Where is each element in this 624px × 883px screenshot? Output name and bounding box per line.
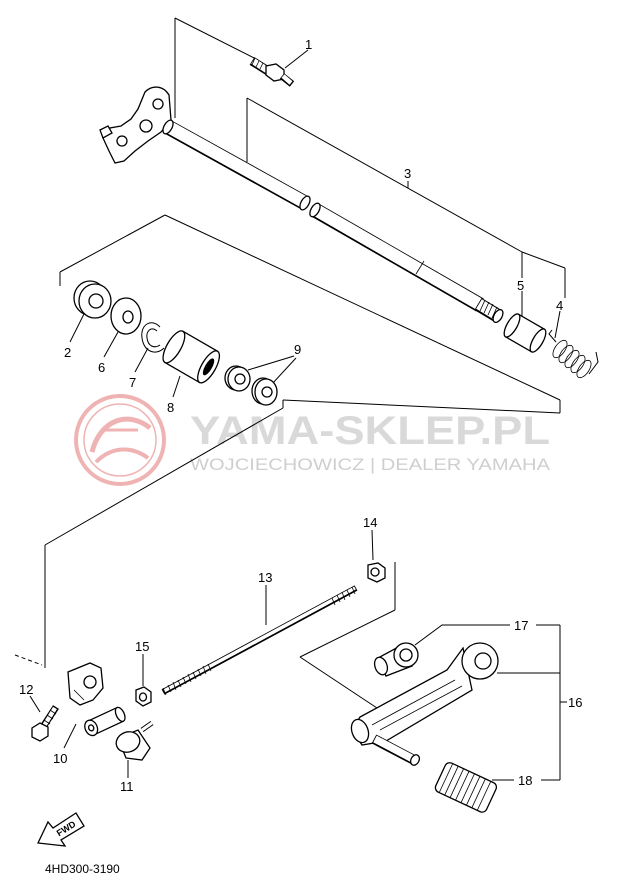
part-2-oil-seal [73,280,112,319]
part-1-bolt [249,57,295,87]
watermark-logo-icon [74,394,166,486]
callout-8: 8 [167,400,174,415]
callout-12: 12 [19,682,33,697]
part-14-nut [367,562,386,583]
frame-lines [14,17,567,781]
part-9-collar-pair [224,365,278,406]
watermark-subtitle: WOJCIECHOWICZ | DEALER YAMAHA [190,455,551,474]
part-12-bolt [31,705,59,742]
part-5-collar [503,313,547,353]
callout-15: 15 [135,639,149,654]
callout-6: 6 [98,360,105,375]
part-18-rubber [434,762,498,813]
part-17-pivot-joint [373,642,419,677]
part-16-shift-pedal [350,642,499,766]
part-10-shift-arm [67,662,126,737]
watermark: YAMA-SKLEP.PL WOJCIECHOWICZ | DEALER YAM… [74,394,551,486]
callout-4: 4 [556,298,563,313]
part-13-shift-rod [161,585,358,696]
part-11-joint [115,720,154,761]
callout-10: 10 [53,751,67,766]
part-7-circlip [141,322,165,353]
callout-18: 18 [518,773,532,788]
callout-11: 11 [120,779,134,794]
diagram-code: 4HD300-3190 [45,862,120,876]
part-8-bushing [162,330,221,384]
callout-13: 13 [258,570,272,585]
callout-2: 2 [64,345,71,360]
fwd-arrow-icon: FWD [37,812,85,847]
callout-16: 16 [568,695,582,710]
callout-labels: 1 2 3 4 5 6 7 8 9 10 11 12 13 14 15 16 1… [19,37,582,794]
part-6-washer [110,297,142,335]
callout-17: 17 [514,618,528,633]
callout-5: 5 [517,278,524,293]
callout-3: 3 [404,166,411,181]
watermark-title: YAMA-SKLEP.PL [190,409,550,453]
part-4-spring [548,329,599,379]
callout-14: 14 [363,515,377,530]
callout-7: 7 [129,375,136,390]
part-15-nut [135,686,152,707]
callout-9: 9 [294,342,301,357]
callout-1: 1 [305,37,312,52]
part-3-shift-shaft [99,86,504,324]
